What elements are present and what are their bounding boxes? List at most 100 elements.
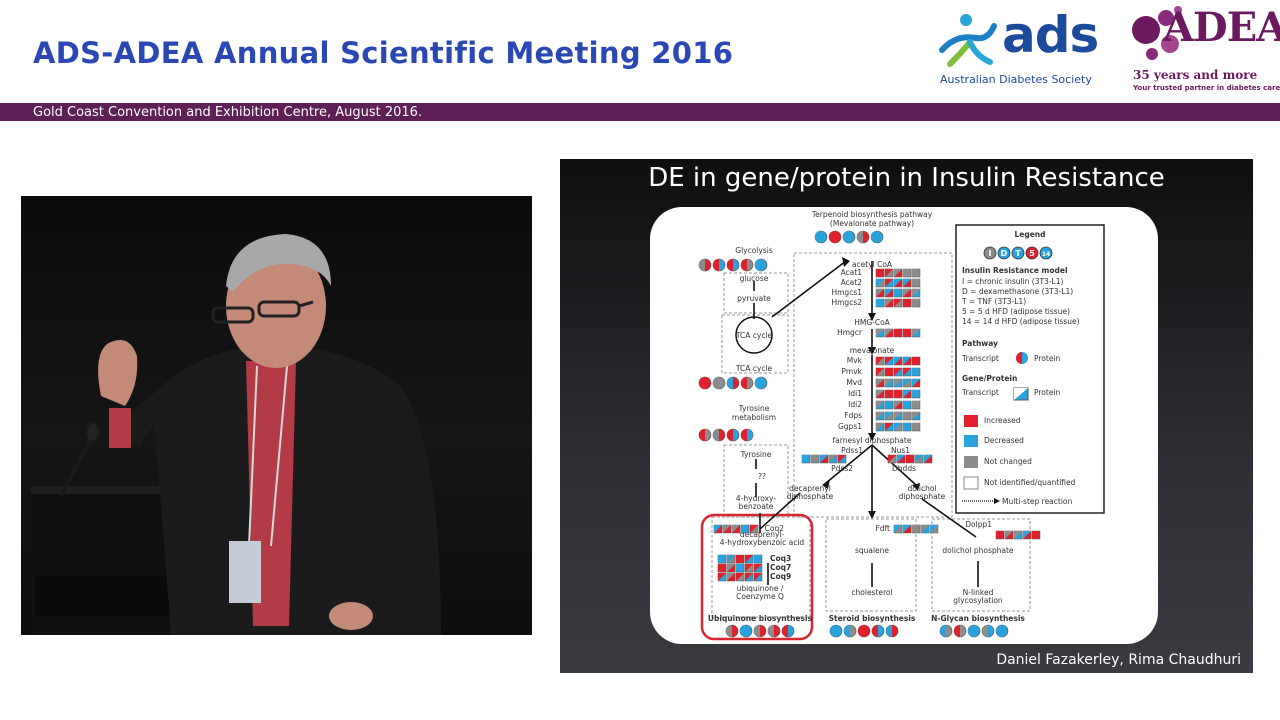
gene-square-half <box>885 423 893 431</box>
gene-coq9: Coq9 <box>770 572 791 581</box>
pathway-circle-half <box>996 625 1002 637</box>
decaprenyl-hb-label-1: decaprenyl- <box>740 530 785 539</box>
hydroxybenzoate-label-1: 4-hydroxy- <box>736 494 776 503</box>
legend-multistep: Multi-step reaction <box>1002 497 1073 506</box>
ubiquinone-biosynthesis-label: Ubiquinone biosynthesis <box>708 614 813 623</box>
pathway-circle-half <box>754 625 760 637</box>
glucose-label: glucose <box>740 274 769 283</box>
gene-pmvk: Pmvk <box>841 367 862 376</box>
gene-square-half <box>727 564 735 572</box>
gene-hmgcs1: Hmgcs1 <box>831 288 862 297</box>
gene-ggps1: Ggps1 <box>838 422 862 431</box>
gene-nus1: Nus1 <box>891 446 910 455</box>
gene-square-half <box>894 525 902 533</box>
arrow-tca-acetyl <box>771 260 847 318</box>
gene-square-half <box>894 299 902 307</box>
gene-square-half <box>876 269 884 277</box>
gene-square-half <box>921 525 929 533</box>
gene-square-half <box>885 299 893 307</box>
tca-cycle-label: TCA cycle <box>735 364 773 373</box>
gene-mvd: Mvd <box>846 378 862 387</box>
gene-dhdds: Dhdds <box>892 464 916 473</box>
gene-acat2: Acat2 <box>841 278 863 287</box>
pathway-circles <box>698 230 1009 638</box>
gene-square-half <box>894 390 902 398</box>
gene-square-half <box>736 555 744 563</box>
gene-square-half <box>894 423 902 431</box>
pathway-circle-half <box>755 377 761 389</box>
pathway-circle-half <box>713 377 719 389</box>
gene-square-half <box>903 379 911 387</box>
terpenoid-box <box>793 252 953 518</box>
pathway-circle-half <box>726 625 732 637</box>
legend-pathway-title: Pathway <box>962 339 998 348</box>
swatch-not-identified <box>963 476 979 490</box>
ads-figure-icon <box>939 14 997 67</box>
gene-square-half <box>894 412 902 420</box>
gene-square-half <box>930 525 938 533</box>
steroid-biosynthesis-label: Steroid biosynthesis <box>829 614 916 623</box>
adea-bubbles-icon <box>1132 6 1182 60</box>
dolichol-label-1: dolichol <box>907 484 936 493</box>
ads-tagline: Australian Diabetes Society <box>940 73 1092 86</box>
pathway-circle-half <box>755 259 761 271</box>
speaker-video <box>21 196 532 635</box>
gene-square-half <box>894 269 902 277</box>
pathway-circle-half <box>843 231 849 243</box>
gene-square-half <box>885 368 893 376</box>
gene-square-half <box>885 390 893 398</box>
gene-square-half <box>741 525 749 533</box>
gene-square-half <box>876 423 884 431</box>
legend-gene-square-half <box>1014 388 1028 400</box>
legend-pathway-circle-half <box>1016 352 1022 364</box>
legend-decreased: Decreased <box>984 436 1024 445</box>
farnesyl-label: farnesyl diphosphate <box>833 436 912 445</box>
pathway-circle-half <box>713 429 719 441</box>
gene-coq7: Coq7 <box>770 563 791 572</box>
tyrosine-box <box>723 444 789 518</box>
gene-square-half <box>732 525 740 533</box>
gene-square-half <box>1005 531 1013 539</box>
gene-square-half <box>903 525 911 533</box>
gene-square-half <box>885 401 893 409</box>
legend-pathway-transcript: Transcript <box>961 354 999 363</box>
gene-square-half <box>876 357 884 365</box>
legend-model-d: D = dexamethasone (3T3-L1) <box>962 287 1073 296</box>
legend-model-5: 5 = 5 d HFD (adipose tissue) <box>962 307 1070 316</box>
gene-square-half <box>912 289 920 297</box>
gene-square-half <box>1023 531 1031 539</box>
legend-box <box>955 224 1105 514</box>
gene-square-half <box>903 289 911 297</box>
gene-square-half <box>714 525 722 533</box>
adea-years: 35 years and more <box>1133 68 1258 82</box>
unknown-step-label: ?? <box>758 472 766 481</box>
gene-square-half <box>876 299 884 307</box>
gene-square-half <box>903 412 911 420</box>
swatch-not-changed <box>964 456 978 468</box>
gene-square-half <box>802 455 810 463</box>
gene-square-half <box>912 357 920 365</box>
gene-square-half <box>897 455 905 463</box>
gene-square-half <box>718 555 726 563</box>
gene-square-half <box>924 455 932 463</box>
gene-square-half <box>894 279 902 287</box>
pathway-circle-half <box>741 429 747 441</box>
gene-square-half <box>1032 531 1040 539</box>
presentation-slide: DE in gene/protein in Insulin Resistance <box>560 159 1253 673</box>
pathway-circle-half <box>699 259 705 271</box>
legend-gene-transcript: Transcript <box>961 388 999 397</box>
tca-box <box>721 314 789 374</box>
gene-square-half <box>894 379 902 387</box>
gene-square-half <box>885 279 893 287</box>
gene-square-half <box>754 555 762 563</box>
dolichol-phosphate-label: dolichol phosphate <box>942 546 1014 555</box>
legend-badge <box>1011 246 1025 260</box>
legend-badge <box>1025 246 1039 260</box>
gene-square-half <box>718 573 726 581</box>
gene-square-half <box>876 279 884 287</box>
gene-fdps: Fdps <box>844 411 862 420</box>
pathway-circle-half <box>782 625 788 637</box>
gene-squares <box>713 268 1041 582</box>
gene-dolpp1: Dolpp1 <box>965 520 992 529</box>
